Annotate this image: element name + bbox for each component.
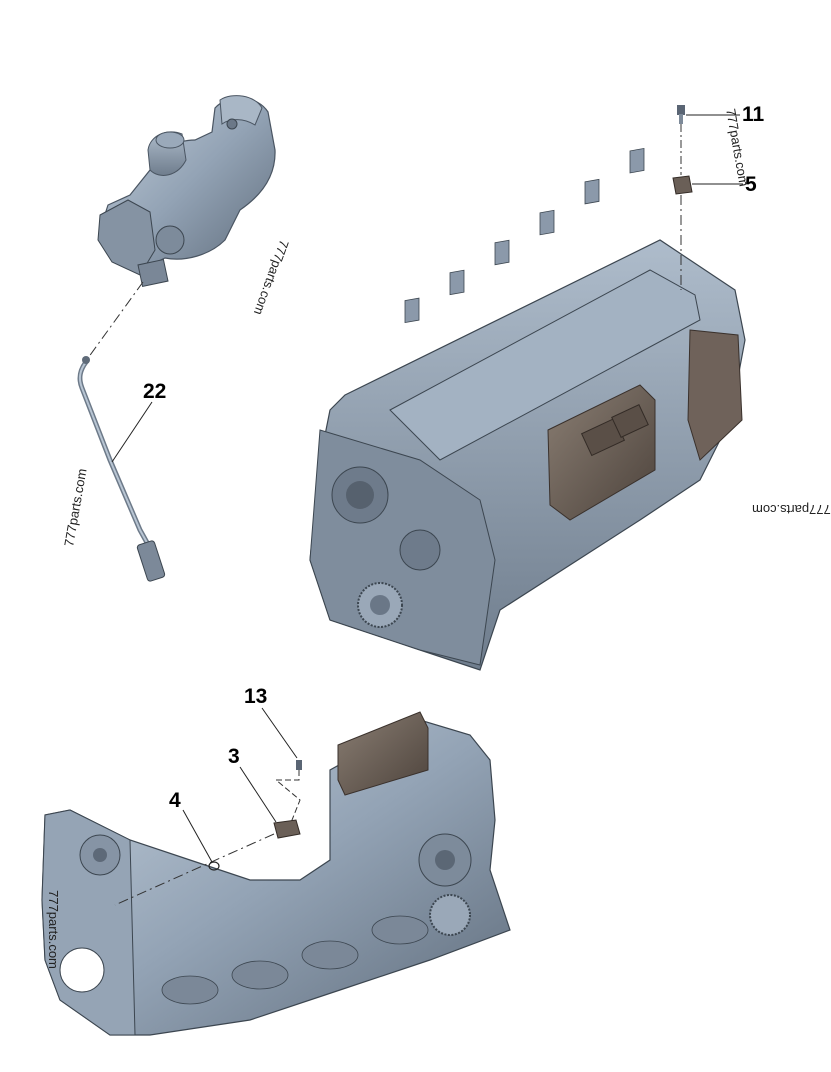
engine-block	[309, 147, 746, 671]
callout-4: 4	[169, 789, 181, 812]
callout-11: 11	[742, 103, 765, 126]
leader-line	[111, 401, 153, 463]
temperature-sensor-tube	[77, 356, 166, 582]
callout-22: 22	[143, 380, 167, 403]
bolt-part-11	[677, 105, 685, 124]
watermark-text: 777parts.com	[45, 890, 61, 969]
diagram-svg	[41, 95, 746, 1036]
cylinder-block	[41, 711, 511, 1036]
bolt-part-13	[296, 760, 302, 770]
callout-3: 3	[228, 745, 240, 768]
callout-5: 5	[745, 173, 757, 196]
turbocharger	[97, 95, 276, 288]
sensor-part-3	[273, 819, 301, 839]
callout-13: 13	[244, 685, 268, 708]
o-ring-part-4	[208, 861, 220, 871]
leader-line	[87, 281, 144, 359]
watermark-text: 777parts.com	[752, 502, 831, 517]
sensor-part-5	[672, 175, 693, 195]
parts-diagram: 11 5 22 13 3 4 777parts.com 777parts.com…	[41, 95, 831, 1036]
